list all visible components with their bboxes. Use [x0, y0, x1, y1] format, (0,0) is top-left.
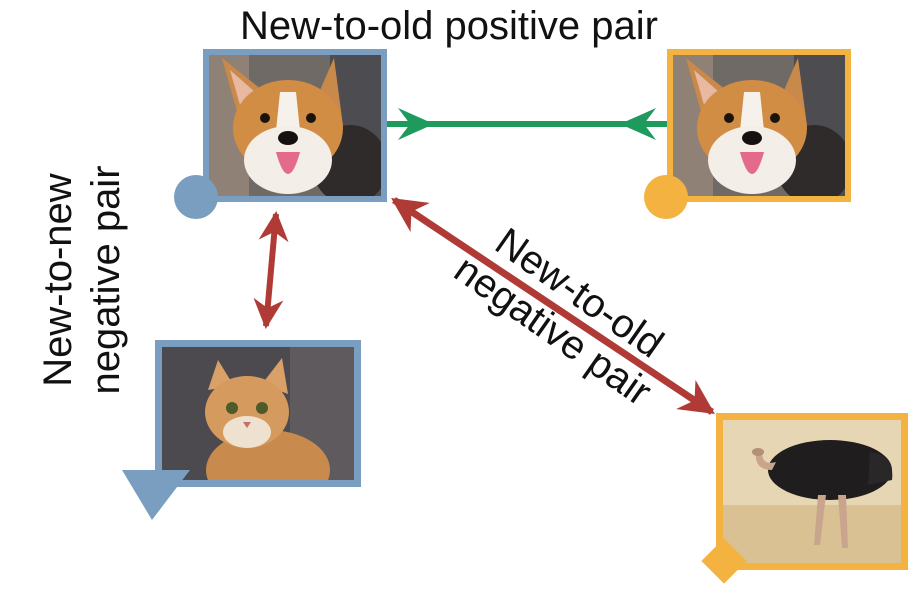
diamond-marker-icon: [701, 538, 747, 584]
arrowhead-icon: [620, 108, 656, 140]
cat-photo: [162, 347, 354, 480]
label-line: New-to-new: [36, 173, 80, 387]
positive-pair-label: New-to-old positive pair: [240, 4, 658, 48]
cat-image-new: [122, 340, 361, 520]
ostrich-image-old: [701, 413, 908, 584]
corgi-photo: [209, 55, 381, 196]
arrowhead-icon: [398, 108, 434, 140]
ostrich-photo: [723, 420, 901, 563]
new-to-new-negative-arrow: [253, 211, 289, 329]
new-to-old-negative-arrow: [391, 197, 715, 415]
new-to-new-negative-label: New-to-new negative pair: [34, 165, 130, 394]
label-line: negative pair: [84, 165, 128, 395]
circle-marker-icon: [174, 175, 218, 219]
circle-marker-icon: [644, 175, 688, 219]
triangle-marker-icon: [122, 470, 190, 520]
dog-image-old: [644, 49, 851, 219]
dog-image-new: [174, 49, 387, 219]
corgi-photo: [673, 55, 845, 196]
positive-pair-arrow: [387, 108, 667, 140]
